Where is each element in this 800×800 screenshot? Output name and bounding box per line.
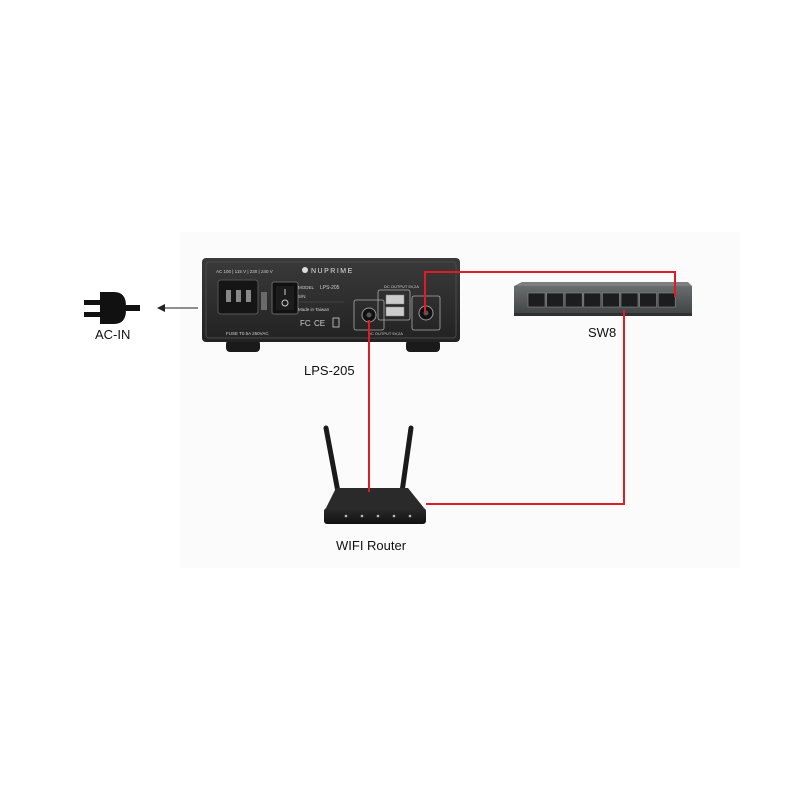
weee-bin-icon xyxy=(332,317,340,328)
ethernet-port xyxy=(546,292,564,308)
lps-205-label: LPS-205 xyxy=(304,363,355,378)
router-antenna-right xyxy=(399,425,414,495)
lps-dc-output-bottom: DC OUTPUT 5V,2A xyxy=(368,331,403,336)
ethernet-port xyxy=(564,292,583,308)
lps-voltage-text: AC 100 | 115 V | 230 | 240 V xyxy=(216,269,273,274)
lps-fuse-text: FUSE T0.5A 250VAC xyxy=(226,331,269,336)
lps-205-unit: AC 100 | 115 V | 230 | 240 V NUPRIME MOD… xyxy=(202,258,460,342)
ethernet-port xyxy=(602,292,620,308)
lps-model-label: MODEL xyxy=(298,285,315,290)
ethernet-port xyxy=(527,292,546,308)
ethernet-port xyxy=(639,292,657,308)
wifi-router-label: WIFI Router xyxy=(336,538,407,553)
lps-cert-fc: FC xyxy=(300,319,311,328)
wifi-router xyxy=(323,425,426,524)
router-antenna-left xyxy=(323,425,341,495)
ethernet-port xyxy=(583,292,602,308)
cable-router-to-switch xyxy=(426,310,625,505)
ac-in-label: AC-IN xyxy=(95,327,131,342)
cable-lps-to-switch xyxy=(424,271,676,313)
lps-made-in: Made in Taiwan xyxy=(298,307,330,312)
sw8-label: SW8 xyxy=(588,325,617,340)
switch-ports xyxy=(527,292,676,308)
lps-serial-label: S/N xyxy=(298,294,306,299)
lps-foot-left xyxy=(226,340,260,352)
ethernet-port xyxy=(620,292,639,308)
lps-dc-output-top: DC OUTPUT 5V,2A xyxy=(384,284,419,289)
ac-plug-icon xyxy=(84,292,140,324)
lps-foot-right xyxy=(406,340,440,352)
fuse-holder xyxy=(261,292,267,310)
lps-model-value: LPS-205 xyxy=(320,285,340,291)
iec-inlet xyxy=(217,279,259,315)
power-switch xyxy=(271,281,299,315)
ethernet-port xyxy=(657,292,676,308)
lps-brand-text: NUPRIME xyxy=(311,268,354,275)
lps-cert-ce: CE xyxy=(314,319,325,328)
nuprime-logo-icon xyxy=(302,267,308,273)
